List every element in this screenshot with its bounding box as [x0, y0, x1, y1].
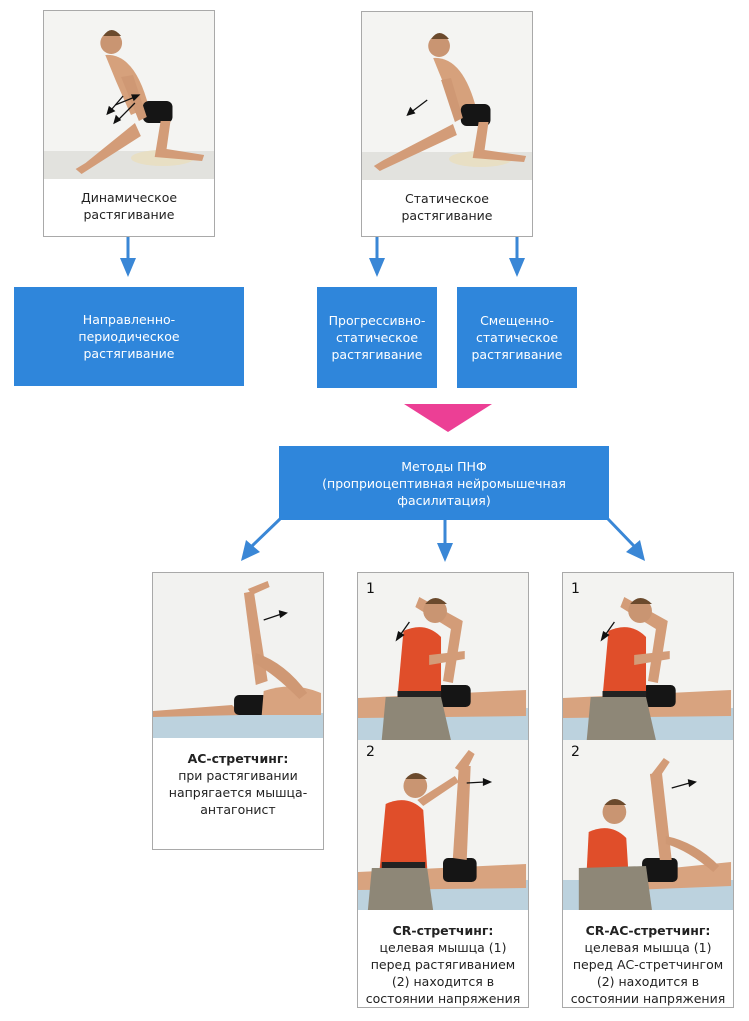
pnf-subtitle: (проприоцептивная нейромышечная фасилита…	[322, 475, 566, 508]
crac-step-1-number: 1	[571, 581, 580, 597]
card-cr-ac-stretching: 1 2 CR-АС-стретчинг: целевая мышца (1) п…	[562, 572, 734, 1008]
arrow-static-to-shifted	[509, 237, 525, 277]
arrow-pnf-to-crac	[606, 517, 645, 561]
photo-crac-step-1	[563, 573, 733, 740]
ac-stretching-caption: АС-стретчинг: при растягивании напрягает…	[153, 750, 323, 818]
cr-step-1-number: 1	[366, 581, 375, 597]
card-cr-stretching: 1 2 CR-стретчинг: целевая мышца (1) пере…	[357, 572, 529, 1008]
arrow-static-to-progressive	[369, 237, 385, 277]
box-progressive-static-stretching: Прогрессивно-статическое растягивание	[317, 287, 437, 388]
cr-stretching-title: CR-стретчинг:	[392, 923, 494, 938]
photo-static-lunge	[362, 12, 532, 180]
crac-step-2-number: 2	[571, 744, 580, 760]
arrow-pnf-to-ac	[241, 517, 282, 561]
crac-stretching-title: CR-АС-стретчинг:	[585, 923, 711, 938]
cr-step-2-number: 2	[366, 744, 375, 760]
box-shifted-static-stretching: Смещенно-статическое растягивание	[457, 287, 577, 388]
arrow-dynamic-to-ballistic	[120, 237, 136, 277]
progressive-static-label: Прогрессивно-статическое растягивание	[328, 313, 426, 362]
ac-stretching-title: АС-стретчинг:	[187, 751, 289, 766]
photo-crac-step-2	[563, 740, 733, 910]
photo-ac-stretching	[153, 573, 323, 738]
crac-stretching-caption: CR-АС-стретчинг: целевая мышца (1) перед…	[563, 922, 733, 1007]
box-pnf-methods: Методы ПНФ (проприоцептивная нейромышечн…	[279, 446, 609, 520]
crac-stretching-text: целевая мышца (1) перед АС-стретчингом (…	[570, 940, 726, 1006]
shifted-static-label: Смещенно-статическое растягивание	[471, 313, 563, 362]
photo-cr-step-2	[358, 740, 528, 910]
pink-merge-arrow	[404, 404, 492, 432]
cr-stretching-text: целевая мышца (1) перед растягиванием (2…	[365, 940, 521, 1006]
pnf-title: Методы ПНФ	[401, 458, 487, 474]
card-static-stretching: Статическое растягивание	[361, 11, 533, 237]
card-ac-stretching: АС-стретчинг: при растягивании напрягает…	[152, 572, 324, 850]
photo-cr-step-1	[358, 573, 528, 740]
arrow-pnf-to-cr	[437, 519, 453, 562]
cr-stretching-caption: CR-стретчинг: целевая мышца (1) перед ра…	[358, 922, 528, 1007]
box-ballistic-stretching: Направленно-периодическое растягивание	[14, 287, 244, 386]
card-dynamic-stretching: Динамическое растягивание	[43, 10, 215, 237]
ac-stretching-text: при растягивании напрягается мышца-антаг…	[168, 768, 308, 817]
dynamic-stretching-label: Динамическое растягивание	[80, 190, 178, 222]
ballistic-stretching-label: Направленно-периодическое растягивание	[78, 312, 180, 361]
static-stretching-label: Статическое растягивание	[401, 191, 493, 223]
photo-dynamic-lunge	[44, 11, 214, 179]
